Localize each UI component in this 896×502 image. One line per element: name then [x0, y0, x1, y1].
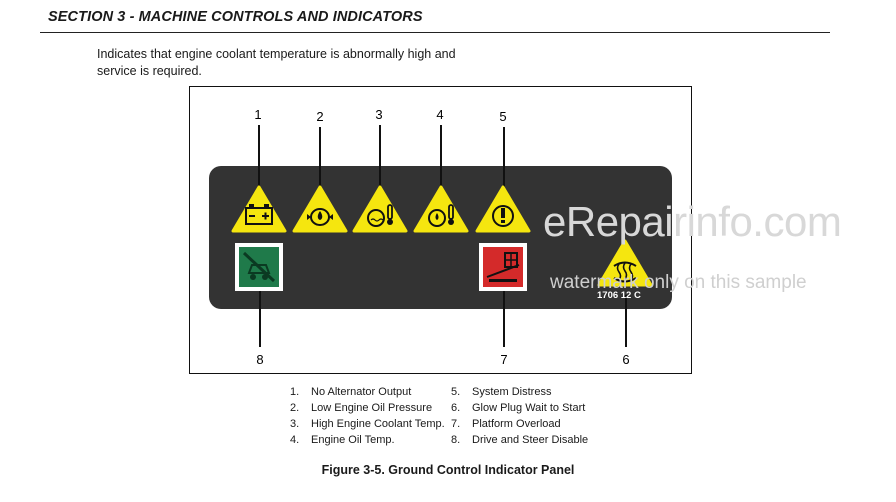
leader-line-1	[258, 125, 260, 187]
legend-item: 2.Low Engine Oil Pressure	[290, 402, 433, 414]
callout-4: 4	[436, 107, 444, 122]
part-number: 1706 12 C	[597, 290, 641, 301]
legend-item: 1.No Alternator Output	[290, 386, 412, 398]
legend-left: 1.No Alternator Output 2.Low Engine Oil …	[290, 384, 445, 448]
callout-1: 1	[254, 107, 262, 122]
leader-line-6	[625, 295, 627, 347]
leader-line-3	[379, 125, 381, 189]
leader-line-7	[503, 288, 505, 347]
oil-temp-icon	[413, 185, 469, 233]
legend-item: 6.Glow Plug Wait to Start	[451, 402, 586, 414]
legend-item: 8.Drive and Steer Disable	[451, 434, 589, 446]
glow-plug-icon	[597, 239, 653, 287]
figure-caption: Figure 3-5. Ground Control Indicator Pan…	[321, 463, 575, 477]
legend-item: 4.Engine Oil Temp.	[290, 434, 395, 446]
section-title: SECTION 3 - MACHINE CONTROLS AND INDICAT…	[48, 9, 423, 25]
legend-item: 5.System Distress	[451, 386, 552, 398]
callout-3: 3	[375, 107, 383, 122]
leader-line-4	[440, 125, 442, 189]
leader-line-2	[319, 127, 321, 189]
oil-can-icon	[292, 185, 348, 233]
leader-line-5	[503, 127, 505, 187]
coolant-temp-icon	[352, 185, 408, 233]
callout-8: 8	[256, 352, 264, 367]
platform-overload-icon	[479, 243, 527, 291]
callout-6: 6	[622, 352, 630, 367]
distress-icon	[475, 185, 531, 233]
watermark-text: eRepairinfo.com	[543, 198, 842, 245]
header-divider	[40, 32, 830, 33]
watermark-subtext: watermark only on this sample	[550, 272, 807, 293]
drive-steer-disable-icon	[235, 243, 283, 291]
callout-7: 7	[500, 352, 508, 367]
callout-2: 2	[316, 109, 324, 124]
battery-icon	[231, 185, 287, 233]
callout-5: 5	[499, 109, 507, 124]
legend-item: 3.High Engine Coolant Temp.	[290, 418, 445, 430]
legend-item: 7.Platform Overload	[451, 418, 561, 430]
intro-paragraph: Indicates that engine coolant temperatur…	[97, 47, 456, 78]
leader-line-8	[259, 288, 261, 347]
legend-right: 5.System Distress 6.Glow Plug Wait to St…	[451, 384, 588, 448]
figure-frame	[189, 86, 692, 374]
